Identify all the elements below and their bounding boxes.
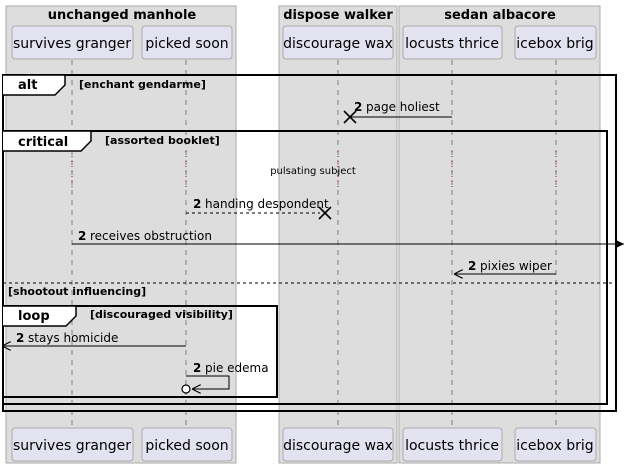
participant-foot-icebox-brig[interactable]: icebox brig [514, 427, 597, 462]
message-label: page holiest [366, 100, 440, 114]
fragment-keyword: loop [18, 309, 50, 324]
participant-head-picked-soon[interactable]: picked soon [141, 25, 233, 60]
message-pixies-wiper: 2 pixies wiper [454, 259, 556, 274]
divider-text: pulsating subject [270, 166, 356, 177]
box-title: unchanged manhole [48, 8, 197, 23]
participant-label: icebox brig [516, 36, 593, 52]
box-title: sedan albacore [444, 8, 556, 23]
box-title: dispose walker [283, 8, 393, 23]
message-label: pie edema [205, 361, 269, 375]
participant-label: locusts thrice [405, 36, 499, 52]
participant-label: survives granger [13, 36, 131, 52]
fragment-critical: critical [assorted booklet] [2, 130, 608, 405]
message-number: 2 [193, 197, 201, 211]
message-pie-edema: 2 pie edema [181, 361, 269, 394]
participant-label: picked soon [145, 438, 228, 454]
destroy-icon [343, 110, 357, 124]
fragment-guard: [enchant gendarme] [79, 78, 206, 91]
message-label: stays homicide [28, 331, 118, 345]
fragment-guard: [discouraged visibility] [90, 308, 233, 321]
message-number: 2 [468, 259, 476, 273]
lost-circle-icon [181, 384, 191, 394]
participant-foot-locusts-thrice[interactable]: locusts thrice [402, 427, 503, 462]
participant-head-discourage-wax[interactable]: discourage wax [282, 25, 394, 60]
participant-label: survives granger [13, 438, 131, 454]
message-number: 2 [354, 100, 362, 114]
participant-head-survives-granger[interactable]: survives granger [11, 25, 134, 60]
fragment-keyword: alt [18, 78, 37, 93]
divider: pulsating subject [71, 151, 557, 190]
message-receives-obstruction: 2 receives obstruction [72, 229, 624, 249]
destroy-icon [318, 206, 332, 220]
fragment-else-guard: [shootout influencing] [8, 285, 146, 298]
message-page-holiest: 2 page holiest [343, 100, 452, 124]
fragment-guard: [assorted booklet] [105, 134, 220, 147]
message-number: 2 [193, 361, 201, 375]
message-label: handing despondent [205, 197, 329, 211]
participant-head-locusts-thrice[interactable]: locusts thrice [402, 25, 503, 60]
participant-label: picked soon [145, 36, 228, 52]
participant-label: discourage wax [283, 438, 393, 454]
message-label: pixies wiper [480, 259, 552, 273]
fragment-keyword: critical [18, 135, 68, 150]
message-number: 2 [16, 331, 24, 345]
message-label: receives obstruction [90, 229, 212, 243]
participant-foot-discourage-wax[interactable]: discourage wax [282, 427, 394, 462]
participant-head-icebox-brig[interactable]: icebox brig [514, 25, 597, 60]
participant-label: discourage wax [283, 36, 393, 52]
message-stays-homicide: 2 stays homicide [2, 331, 186, 346]
fragment-alt: alt [enchant gendarme] [shootout influen… [2, 74, 617, 412]
participant-label: icebox brig [516, 438, 593, 454]
participant-foot-picked-soon[interactable]: picked soon [141, 427, 233, 462]
message-number: 2 [78, 229, 86, 243]
box-sedan-albacore: sedan albacore [398, 5, 601, 464]
message-handing-despondent: 2 handing despondent [186, 197, 332, 220]
participant-label: locusts thrice [405, 438, 499, 454]
participant-foot-survives-granger[interactable]: survives granger [11, 427, 134, 462]
fragment-loop: loop [discouraged visibility] [2, 305, 278, 398]
